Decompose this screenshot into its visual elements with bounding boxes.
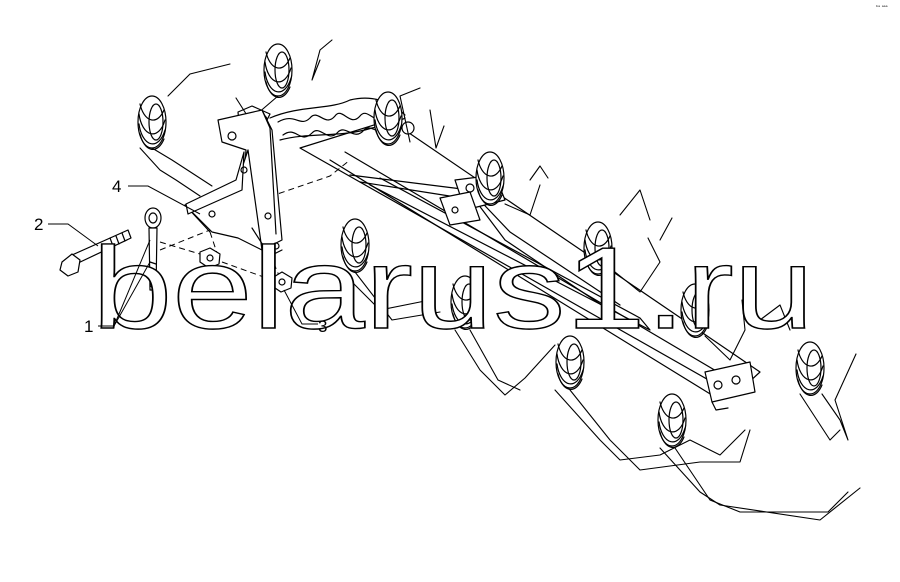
- callout-2: 2: [34, 215, 43, 234]
- tine-wires: [139, 39, 861, 521]
- tine-coil: [373, 91, 403, 147]
- tine-coil: [263, 43, 293, 99]
- callout-labels: 1 2 3 4: [34, 177, 327, 336]
- callout-1: 1: [84, 317, 93, 336]
- watermark: belarus1.ru: [92, 223, 814, 353]
- nuts: [159, 241, 293, 293]
- leader-4: [128, 185, 201, 215]
- tine-coil: [137, 95, 167, 151]
- corner-mark: ᵇᵃ ᵃᵃᵃ: [876, 5, 888, 11]
- mounting-bracket: [184, 109, 283, 279]
- leader-1b: [113, 239, 151, 327]
- callout-3: 3: [318, 317, 327, 336]
- leader-2: [48, 223, 99, 247]
- leader-3: [283, 289, 318, 325]
- callout-4: 4: [112, 177, 121, 196]
- callout-leaders: [48, 185, 318, 327]
- hex-bolt: [59, 229, 132, 277]
- eye-bolt: [144, 207, 162, 291]
- tine-coil: [657, 393, 687, 449]
- tine-coil: [475, 151, 505, 207]
